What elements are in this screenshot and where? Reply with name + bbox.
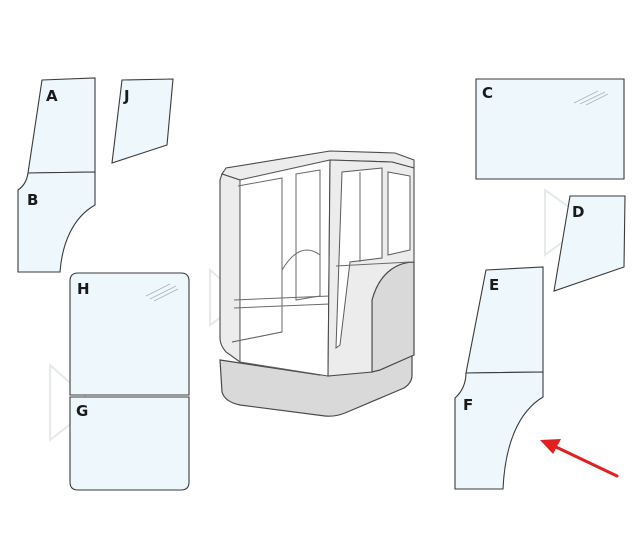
part-label-f: F: [463, 396, 473, 414]
part-label-b: B: [27, 191, 38, 209]
glass-part-c[interactable]: C: [475, 78, 625, 180]
glass-part-a[interactable]: A: [27, 77, 96, 174]
cab-illustration: [219, 150, 415, 417]
part-label-e: E: [489, 276, 499, 294]
part-label-h: H: [77, 280, 90, 298]
glass-part-d[interactable]: D: [553, 195, 626, 292]
glass-part-f[interactable]: F: [454, 371, 544, 490]
glass-part-e[interactable]: E: [465, 266, 544, 374]
part-label-d: D: [572, 203, 584, 221]
part-label-a: A: [46, 87, 58, 105]
part-label-j: J: [123, 87, 130, 105]
glass-part-g[interactable]: G: [69, 396, 190, 491]
part-label-c: C: [482, 84, 493, 102]
glass-part-b[interactable]: B: [17, 171, 96, 273]
red-arrow-icon: [540, 439, 619, 478]
glass-part-h[interactable]: H: [69, 272, 190, 396]
glass-part-j[interactable]: J: [111, 78, 174, 164]
part-label-g: G: [76, 402, 88, 420]
